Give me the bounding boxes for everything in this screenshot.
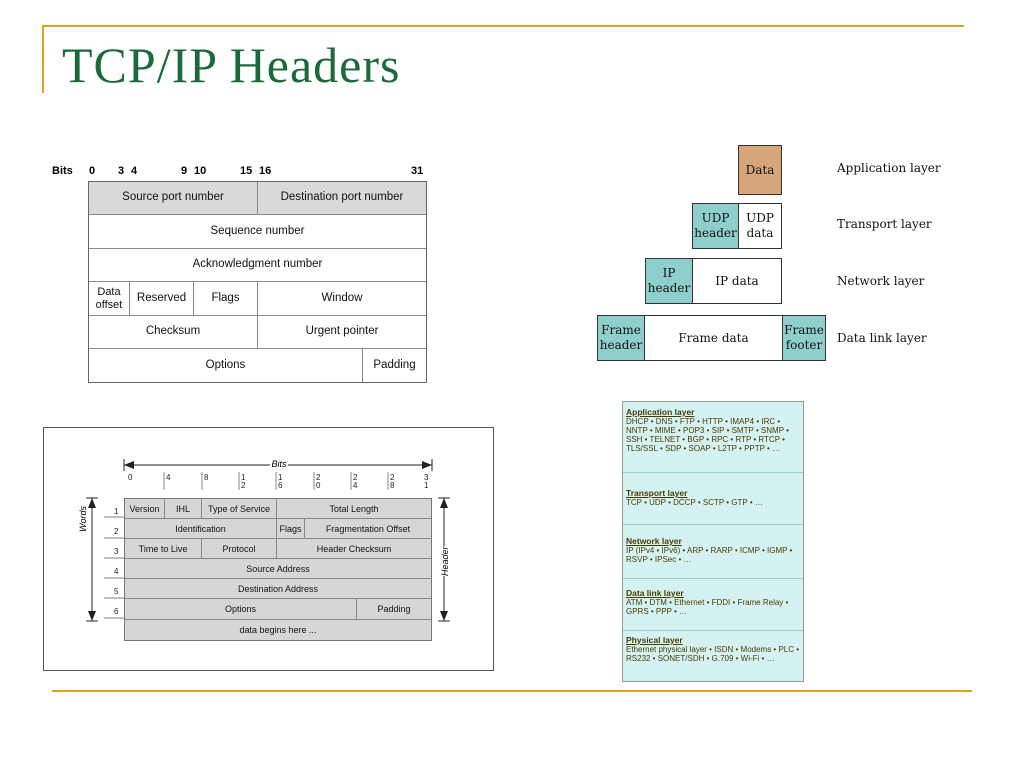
ip-bits-label: Bits: [270, 459, 288, 470]
protocol-section-network: Network layer IP (IPv4 • IPv6) • ARP • R…: [623, 525, 803, 579]
protocol-section-heading[interactable]: Data link layer: [626, 588, 684, 598]
protocol-section-links[interactable]: DHCP • DNS • FTP • HTTP • IMAP4 • IRC • …: [626, 417, 789, 453]
tcp-bit-tick: 15: [240, 165, 253, 177]
enc-frame-footer: Frame footer: [782, 315, 826, 361]
enc-data: Data: [738, 145, 782, 195]
ip-total-length: Total Length: [277, 499, 431, 519]
ip-word-number: 4: [114, 567, 119, 576]
enc-udp-data: UDP data: [738, 203, 782, 249]
tcp-bit-tick: 0: [89, 165, 96, 177]
ip-version: Version: [125, 499, 165, 519]
ip-header-table: Version IHL Type of Service Total Length…: [124, 498, 432, 641]
tcp-source-port: Source port number: [89, 182, 258, 215]
tcp-sequence-number: Sequence number: [89, 215, 426, 249]
protocol-section-links[interactable]: IP (IPv4 • IPv6) • ARP • RARP • ICMP • I…: [626, 546, 793, 564]
enc-ip-header: IP header: [645, 258, 693, 304]
ip-flags: Flags: [277, 519, 305, 539]
tcp-data-offset: Data offset: [89, 282, 130, 316]
ip-word-number: 6: [114, 607, 119, 616]
ip-word-number: 2: [114, 527, 119, 536]
top-accent-line: [42, 25, 964, 27]
ip-words-label: Words: [78, 505, 88, 532]
tcp-bit-tick: 16: [259, 165, 272, 177]
ip-type-of-service: Type of Service: [202, 499, 277, 519]
enc-layer-label: Data link layer: [837, 331, 927, 345]
ip-ihl: IHL: [165, 499, 202, 519]
left-accent-line: [42, 25, 44, 93]
enc-udp-header: UDP header: [692, 203, 739, 249]
protocol-section-heading[interactable]: Network layer: [626, 536, 682, 546]
ip-source-address: Source Address: [125, 559, 431, 579]
tcp-options: Options: [89, 349, 363, 382]
enc-frame-data: Frame data: [644, 315, 783, 361]
bottom-accent-line: [52, 690, 972, 692]
tcp-destination-port: Destination port number: [258, 182, 426, 215]
enc-layer-label: Network layer: [837, 274, 925, 288]
tcp-bits-label: Bits: [52, 165, 73, 177]
ip-word-number: 1: [114, 507, 119, 516]
enc-layer-label: Application layer: [837, 161, 941, 175]
tcp-bit-tick: 31: [411, 165, 424, 177]
ip-fragmentation-offset: Fragmentation Offset: [305, 519, 431, 539]
protocol-section-heading[interactable]: Physical layer: [626, 635, 683, 645]
protocol-stack-box: Application layer DHCP • DNS • FTP • HTT…: [622, 401, 804, 682]
protocol-section-links[interactable]: Ethernet physical layer • ISDN • Modems …: [626, 645, 800, 663]
ip-options: Options: [125, 599, 357, 620]
tcp-header-table: Source port number Destination port numb…: [88, 181, 427, 383]
tcp-padding: Padding: [373, 358, 416, 371]
protocol-section-heading[interactable]: Application layer: [626, 407, 695, 417]
ip-header-side-label: Header: [440, 546, 450, 576]
slide-title: TCP/IP Headers: [62, 37, 401, 93]
ip-identification: Identification: [125, 519, 277, 539]
protocol-section-data-link: Data link layer ATM • DTM • Ethernet • F…: [623, 579, 803, 631]
protocol-section-application: Application layer DHCP • DNS • FTP • HTT…: [623, 402, 803, 473]
ip-bit-tick: 4: [166, 473, 171, 482]
tcp-bit-tick: 10: [194, 165, 207, 177]
tcp-reserved: Reserved: [130, 282, 194, 316]
tcp-bit-tick: 3: [118, 165, 125, 177]
tcp-ack-number: Acknowledgment number: [89, 249, 426, 282]
ip-destination-address: Destination Address: [125, 579, 431, 599]
ip-protocol: Protocol: [202, 539, 277, 559]
ip-word-number: 5: [114, 587, 119, 596]
tcp-window: Window: [258, 282, 426, 316]
tcp-flags: Flags: [194, 282, 258, 316]
tcp-urgent-pointer: Urgent pointer: [258, 316, 426, 349]
ip-data-begins: data begins here ...: [125, 620, 431, 640]
protocol-section-links[interactable]: TCP • UDP • DCCP • SCTP • GTP • …: [626, 498, 763, 507]
ip-padding: Padding: [357, 599, 431, 620]
enc-layer-label: Transport layer: [837, 217, 932, 231]
protocol-section-heading[interactable]: Transport layer: [626, 488, 688, 498]
ip-word-number: 3: [114, 547, 119, 556]
enc-frame-header: Frame header: [597, 315, 645, 361]
ip-time-to-live: Time to Live: [125, 539, 202, 559]
tcp-bit-tick: 4: [131, 165, 138, 177]
ip-header-checksum: Header Checksum: [277, 539, 431, 559]
protocol-section-physical: Physical layer Ethernet physical layer •…: [623, 631, 803, 681]
ip-bit-tick: 8: [204, 473, 209, 482]
tcp-bit-tick: 9: [181, 165, 188, 177]
protocol-section-links[interactable]: ATM • DTM • Ethernet • FDDI • Frame Rela…: [626, 598, 789, 616]
tcp-checksum: Checksum: [89, 316, 258, 349]
ip-bit-tick: 0: [128, 473, 133, 482]
protocol-section-transport: Transport layer TCP • UDP • DCCP • SCTP …: [623, 473, 803, 525]
enc-ip-data: IP data: [692, 258, 782, 304]
